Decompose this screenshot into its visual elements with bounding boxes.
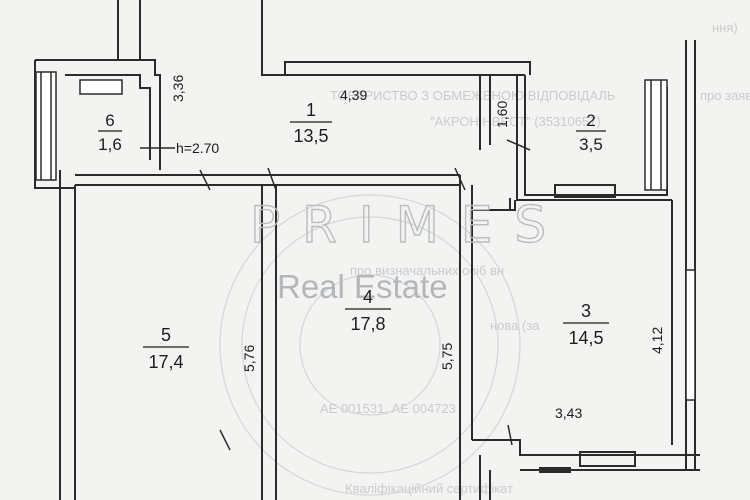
room-area: 1,6	[98, 135, 122, 154]
dimension-label: 4,39	[340, 87, 367, 103]
bg-text-line: про визначальних осіб вн	[350, 263, 504, 278]
bg-text-line: Кваліфікаційний сертифікат	[345, 481, 513, 496]
bg-text-line: ТОВАРИСТВО З ОБМЕЖЕНОЮ ВІДПОВІДАЛЬ	[330, 88, 615, 103]
dimension-label: 5,75	[439, 343, 455, 370]
dimension-label: 5,76	[241, 345, 257, 372]
bg-text-line: нова (за	[490, 318, 540, 333]
room-area: 17,8	[350, 314, 385, 334]
room-area: 13,5	[293, 126, 328, 146]
room-number: 5	[161, 325, 171, 345]
room-number: 2	[586, 111, 595, 130]
room-4-label: 4 17,8	[345, 287, 391, 334]
room-number: 6	[105, 111, 114, 130]
room-area: 14,5	[568, 328, 603, 348]
room-5-label: 5 17,4	[143, 325, 189, 372]
walls	[34, 0, 700, 500]
stamp-seal	[219, 194, 521, 496]
room-3-label: 3 14,5	[563, 301, 609, 348]
bg-text-line: про заявника	[700, 88, 750, 103]
room-6-label: 6 1,6	[98, 111, 122, 154]
dimension-label: 3,36	[170, 75, 186, 102]
ceiling-height-label: h=2.70	[176, 140, 219, 156]
background-document-text: ТОВАРИСТВО З ОБМЕЖЕНОЮ ВІДПОВІДАЛЬ "АКРО…	[320, 20, 750, 496]
bg-text-line: "АКРОНІНВЕСТ" (35310657)	[430, 114, 601, 129]
room-2-label: 2 3,5	[576, 111, 606, 154]
dimension-label: 1,60	[494, 101, 510, 128]
window	[685, 269, 696, 401]
bg-text-line: ння)	[712, 20, 738, 35]
room-number: 3	[581, 301, 591, 321]
window	[35, 71, 57, 181]
watermark: PRIMES Real Estate	[249, 195, 568, 305]
windows	[35, 71, 696, 401]
room-1-label: 1 13,5	[290, 100, 332, 146]
dimension-label: 4,12	[649, 327, 665, 354]
dimension-label: 3,43	[555, 405, 582, 421]
dimension-ticks	[140, 139, 531, 451]
dimension-labels: 3,36 4,39 1,60 4,12 5,76 5,75 3,43 h=2.7…	[170, 75, 665, 421]
bg-text-line: АЕ 001531, АЕ 004723	[320, 401, 456, 416]
room-number: 1	[306, 100, 316, 120]
window	[644, 79, 668, 191]
window	[79, 79, 123, 95]
room-area: 17,4	[148, 352, 183, 372]
room-number: 4	[363, 287, 373, 307]
watermark-subtitle: Real Estate	[277, 268, 448, 305]
watermark-brand: PRIMES	[250, 196, 568, 254]
room-area: 3,5	[579, 135, 603, 154]
